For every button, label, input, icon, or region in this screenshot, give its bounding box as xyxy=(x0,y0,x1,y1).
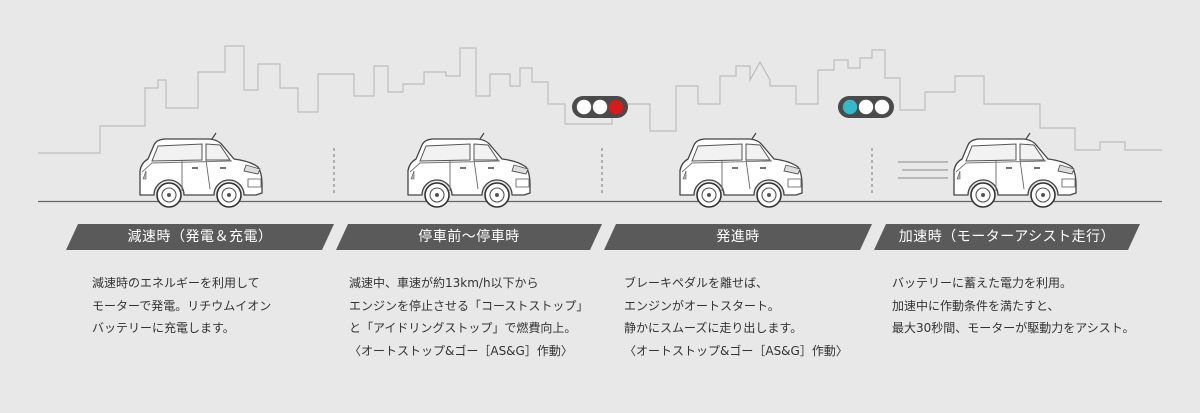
stage-tab-start: 発進時 xyxy=(604,224,872,250)
scene-illustration xyxy=(38,45,1162,208)
car-icon xyxy=(407,132,531,208)
skyline-outline xyxy=(38,45,1162,154)
stage-description: ブレーキペダルを離せば、 エンジンがオートスタート。 静かにスムーズに走り出しま… xyxy=(624,276,848,358)
stage-tab-acceleration: 加速時（モーターアシスト走行） xyxy=(874,224,1140,250)
stage-tab-stopping: 停車前〜停車時 xyxy=(336,224,602,250)
traffic-light-blue-icon xyxy=(838,96,894,118)
stage-description: バッテリーに蓄えた電力を利用。 加速中に作動条件を満たすと、 最大30秒間、モー… xyxy=(892,276,1135,335)
car-icon xyxy=(953,132,1077,208)
stage-tab-deceleration: 減速時（発電＆充電） xyxy=(66,224,334,250)
stage-description: 減速時のエネルギーを利用して モーターで発電。リチウムイオン バッテリーに充電し… xyxy=(92,276,272,335)
stage-title: 発進時 xyxy=(716,229,760,245)
stage-title: 加速時（モーターアシスト走行） xyxy=(898,229,1116,245)
stage-title: 停車前〜停車時 xyxy=(418,229,520,245)
stage-title: 減速時（発電＆充電） xyxy=(127,229,273,245)
speed-lines-icon xyxy=(898,161,948,179)
car-icon xyxy=(679,132,803,208)
stage-description: 減速中、車速が約13km/h以下から エンジンを停止させる「コーストストップ」 … xyxy=(349,276,589,358)
traffic-light-red-icon xyxy=(572,96,628,118)
car-icon xyxy=(139,132,263,208)
